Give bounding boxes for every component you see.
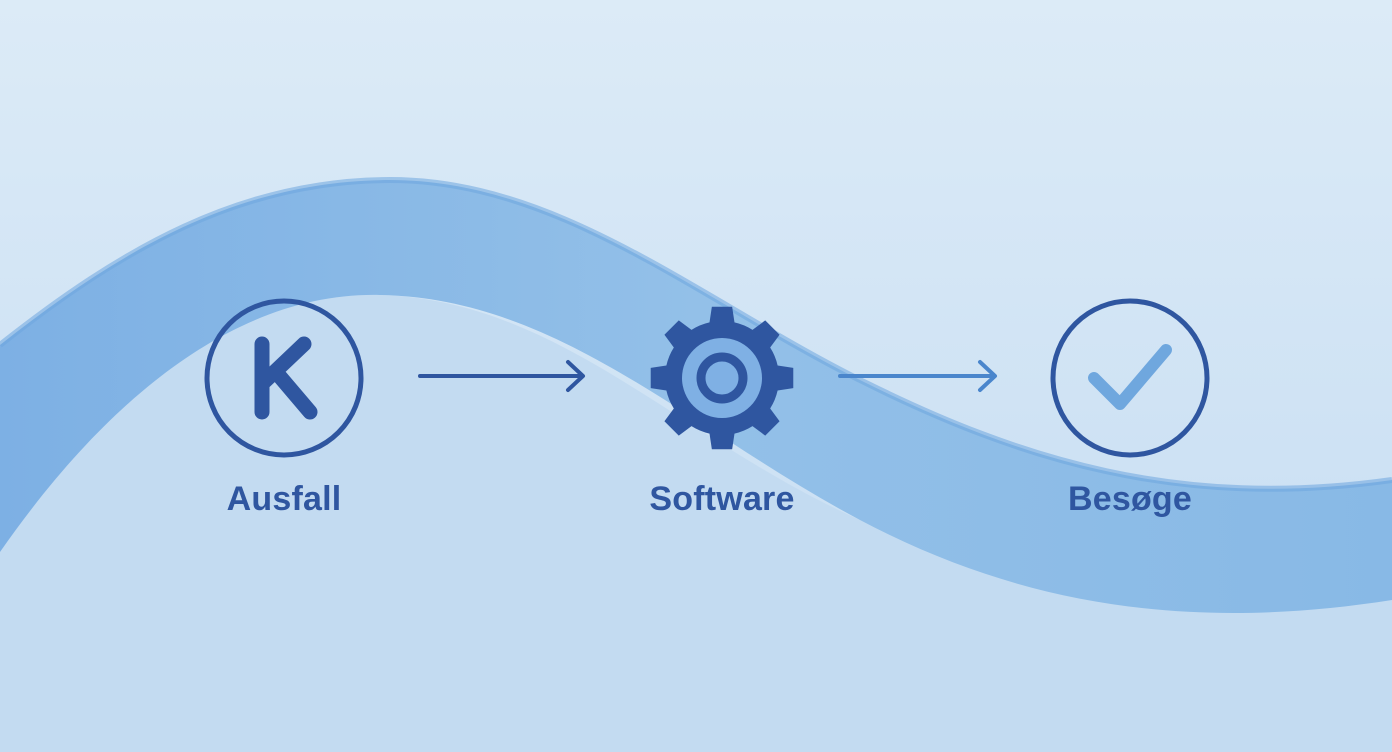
step-software: Software <box>612 298 832 528</box>
step-label: Software <box>649 480 795 518</box>
step-ausfall: Ausfall <box>174 298 394 528</box>
step-label: Ausfall <box>226 480 342 518</box>
step-label: Besøge <box>1067 480 1193 518</box>
arrow-right-icon <box>836 356 1002 396</box>
k-circle-icon <box>204 298 364 458</box>
gear-icon <box>642 298 802 458</box>
step-besoge: Besøge <box>1020 298 1240 528</box>
checkmark-circle-icon <box>1050 298 1210 458</box>
arrow-right-icon <box>416 356 590 396</box>
